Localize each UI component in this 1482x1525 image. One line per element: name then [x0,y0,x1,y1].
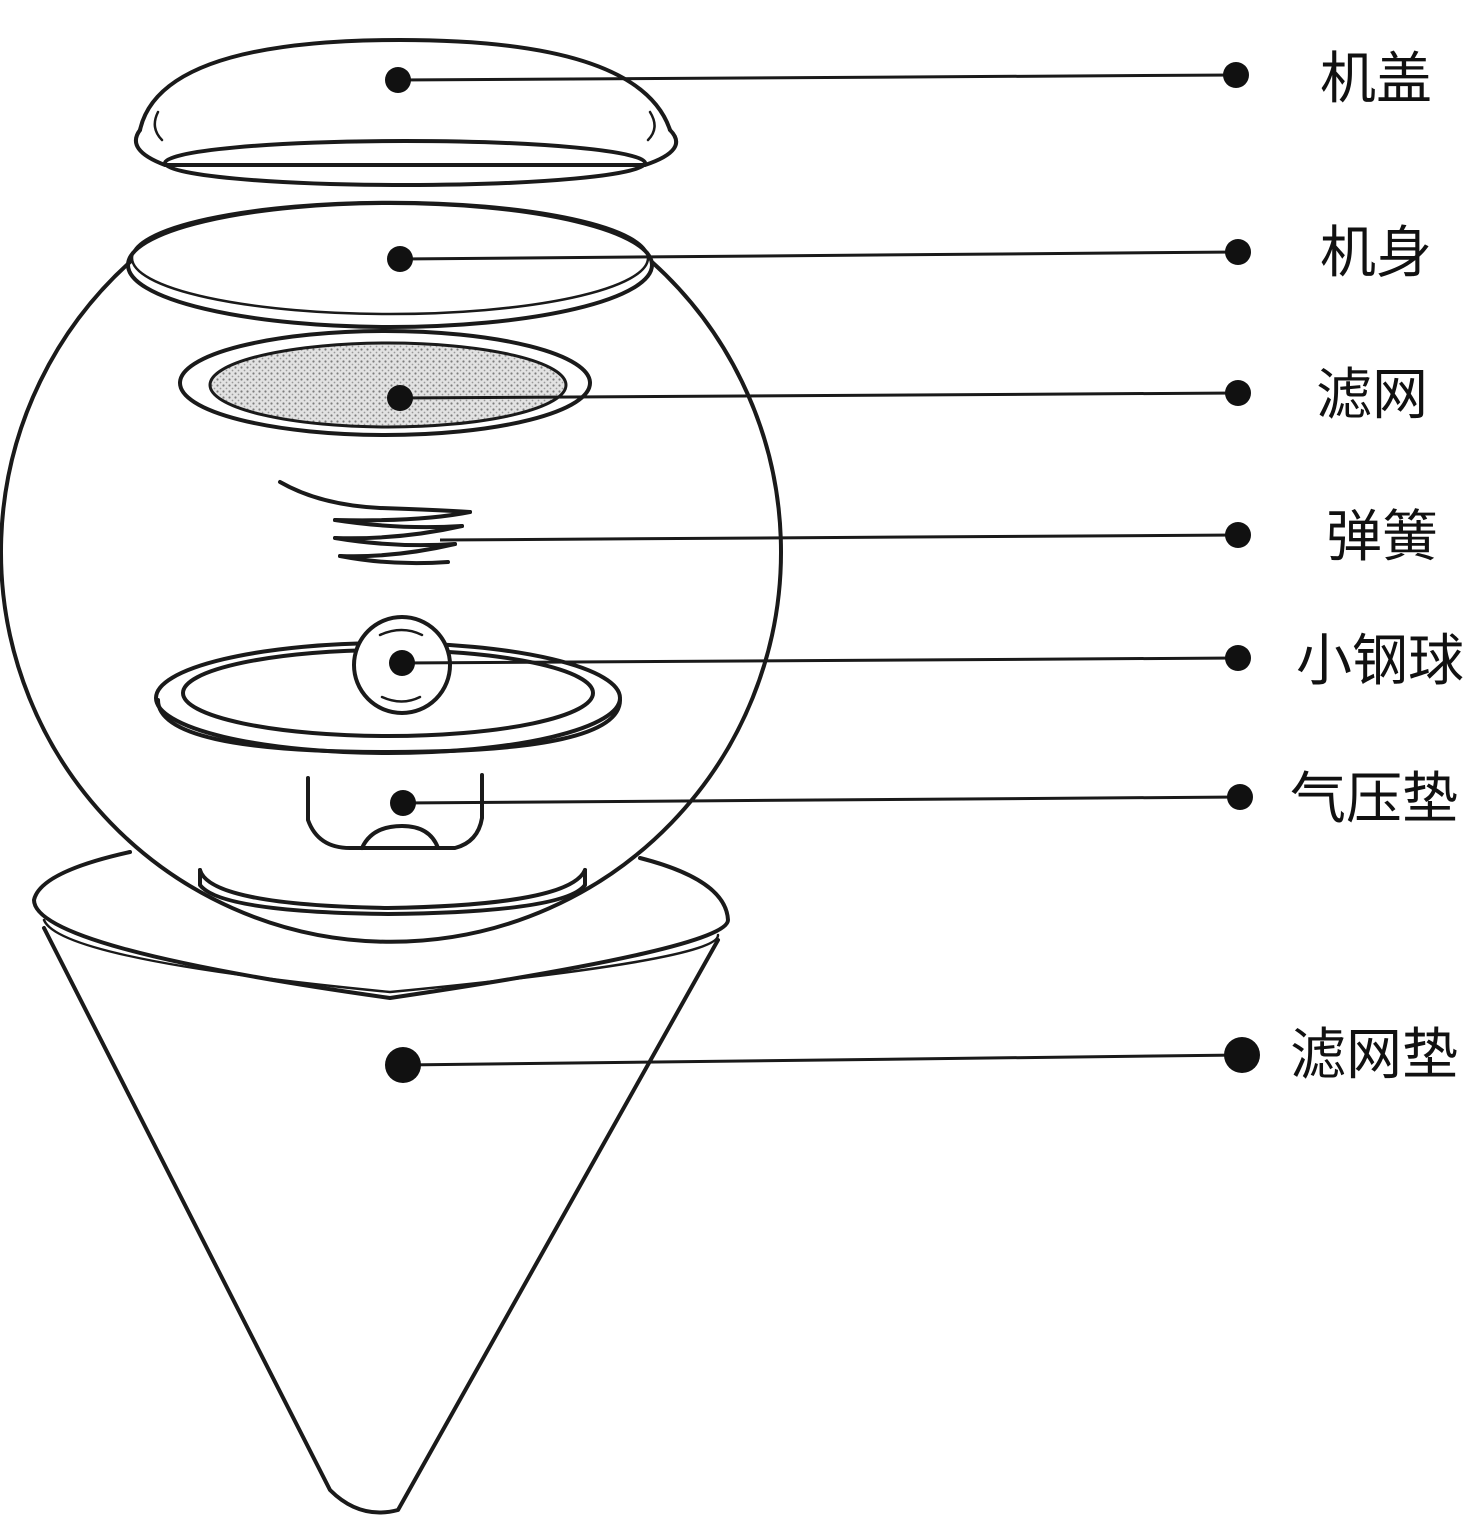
leader-lines [397,73,1243,1067]
leader-line-filter [399,391,1239,400]
dot-steel-ball-label [1225,645,1251,671]
dot-filter-label [1225,380,1251,406]
dot-filter-part [387,385,413,411]
label-spring: 弹簧 [1326,505,1438,570]
dot-body-label [1225,239,1251,265]
label-lid: 机盖 [1320,47,1432,112]
lid-part [133,38,679,187]
label-filter-pad: 滤网垫 [1290,1023,1458,1088]
dot-steel-ball-part [389,650,415,676]
dot-lid-label [1223,62,1249,88]
label-air-cushion: 气压垫 [1290,767,1458,832]
filter-mesh-part [178,329,592,437]
dot-air-cushion-part [390,790,416,816]
dot-filter-pad-part [385,1047,421,1083]
label-body: 机身 [1320,221,1432,286]
label-steel-ball: 小钢球 [1296,629,1464,694]
air-cushion-part [198,773,587,916]
callout-dots [385,62,1260,1083]
leader-line-spring [439,533,1239,542]
filter-pad-cone-part [32,850,730,1515]
dot-lid-part [385,67,411,93]
leader-line-filter-pad [402,1053,1243,1067]
leader-line-lid [397,73,1237,82]
body-part [0,200,783,944]
dot-spring-label [1225,522,1251,548]
dot-body-part [387,246,413,272]
dot-air-cushion-label [1227,784,1253,810]
label-filter: 滤网 [1316,363,1428,428]
leader-line-air-cushion [401,795,1241,805]
spring-part [278,480,472,566]
leader-line-steel-ball [401,656,1239,665]
leader-line-body [399,250,1239,261]
steel-ball-part [154,615,622,755]
dot-filter-pad-label [1224,1037,1260,1073]
